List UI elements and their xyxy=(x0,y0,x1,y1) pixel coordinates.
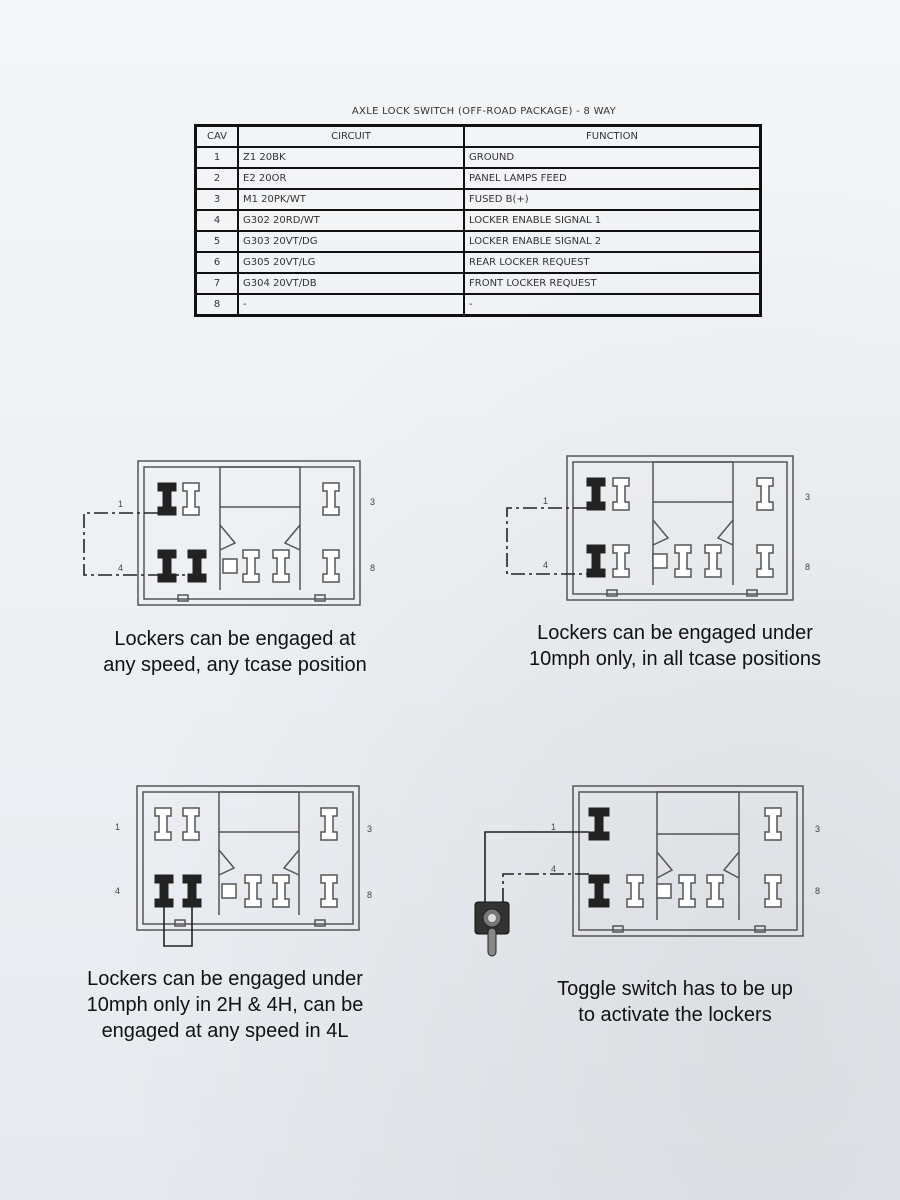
table-header-row: CAV CIRCUIT FUNCTION xyxy=(194,124,762,148)
caption-4: Toggle switch has to be up to activate t… xyxy=(557,978,793,1026)
caption-2: Lockers can be engaged under 10mph only,… xyxy=(528,622,821,670)
jumper-wire xyxy=(83,512,158,576)
function-cell: PANEL LAMPS FEED xyxy=(463,167,762,190)
pin-label-1: 1 xyxy=(118,499,123,509)
function-cell: LOCKER ENABLE SIGNAL 1 xyxy=(463,209,762,232)
header-circuit: CIRCUIT xyxy=(237,124,465,148)
circuit-cell: E2 20OR xyxy=(237,167,465,190)
connector-diagram-1: 1 4 3 8 xyxy=(83,460,375,606)
circuit-cell: G302 20RD/WT xyxy=(237,209,465,232)
caption-3: Lockers can be engaged under 10mph only … xyxy=(86,968,364,1042)
pin-label-8: 8 xyxy=(367,890,372,900)
pins-outline xyxy=(154,807,338,908)
toggle-switch-icon xyxy=(474,901,510,957)
function-cell: LOCKER ENABLE SIGNAL 2 xyxy=(463,230,762,253)
pins-outline xyxy=(612,477,774,578)
pins-active xyxy=(154,874,202,908)
jumper-wire xyxy=(506,507,587,575)
circuit-cell: G305 20VT/LG xyxy=(237,251,465,274)
table-title: AXLE LOCK SWITCH (OFF-ROAD PACKAGE) - 8 … xyxy=(351,106,617,117)
connector-diagram-4: 1 4 3 8 xyxy=(474,785,820,957)
connector-diagram-2: 1 4 3 8 xyxy=(506,455,810,601)
pin-label-1: 1 xyxy=(543,496,548,506)
pin-label-4: 4 xyxy=(543,560,548,570)
toggle-wires xyxy=(484,831,589,902)
caption-1: Lockers can be engaged at any speed, any… xyxy=(103,628,367,676)
pin-label-3: 3 xyxy=(370,497,375,507)
circuit-cell: - xyxy=(237,293,465,317)
pin-label-1: 1 xyxy=(115,822,120,832)
circuit-cell: G303 20VT/DG xyxy=(237,230,465,253)
circuit-cell: G304 20VT/DB xyxy=(237,272,465,295)
function-cell: GROUND xyxy=(463,146,762,169)
cav-cell: 3 xyxy=(194,188,239,211)
pin-label-8: 8 xyxy=(370,563,375,573)
pins-outline xyxy=(626,807,782,908)
circuit-cell: Z1 20BK xyxy=(237,146,465,169)
header-function: FUNCTION xyxy=(463,124,762,148)
pins-active xyxy=(157,482,207,583)
pin-label-3: 3 xyxy=(367,824,372,834)
function-cell: - xyxy=(463,293,762,317)
jumper-wire xyxy=(163,907,193,947)
pin-label-4: 4 xyxy=(551,864,556,874)
pin-label-8: 8 xyxy=(815,886,820,896)
pins-active xyxy=(588,807,610,908)
function-cell: FUSED B(+) xyxy=(463,188,762,211)
cav-cell: 8 xyxy=(194,293,239,317)
pins-active xyxy=(586,477,606,578)
cav-cell: 4 xyxy=(194,209,239,232)
function-cell: REAR LOCKER REQUEST xyxy=(463,251,762,274)
pin-label-4: 4 xyxy=(118,563,123,573)
cav-cell: 5 xyxy=(194,230,239,253)
cav-cell: 1 xyxy=(194,146,239,169)
cav-cell: 6 xyxy=(194,251,239,274)
cav-cell: 7 xyxy=(194,272,239,295)
connector-diagram-3: 1 4 3 8 xyxy=(115,785,372,947)
table-row: 8-- xyxy=(194,293,762,317)
pin-label-1: 1 xyxy=(551,822,556,832)
circuit-cell: M1 20PK/WT xyxy=(237,188,465,211)
cav-cell: 2 xyxy=(194,167,239,190)
header-cav: CAV xyxy=(194,124,239,148)
function-cell: FRONT LOCKER REQUEST xyxy=(463,272,762,295)
pins-outline xyxy=(182,482,340,583)
pin-label-3: 3 xyxy=(805,492,810,502)
pin-label-8: 8 xyxy=(805,562,810,572)
pin-label-3: 3 xyxy=(815,824,820,834)
pin-label-4: 4 xyxy=(115,886,120,896)
